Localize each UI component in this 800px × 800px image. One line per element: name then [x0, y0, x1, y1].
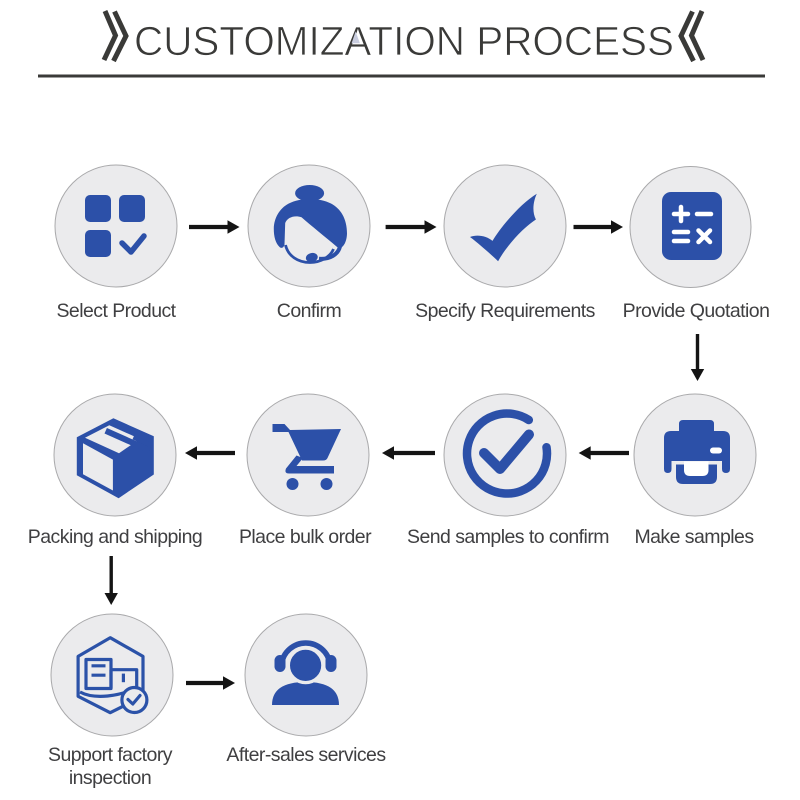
svg-text:Confirm: Confirm — [277, 300, 341, 322]
svg-text:CUSTOMIZATION PROCESS: CUSTOMIZATION PROCESS — [134, 18, 674, 64]
svg-text:Send samples to confirm: Send samples to confirm — [407, 526, 609, 548]
svg-text:Specify Requirements: Specify Requirements — [415, 300, 596, 322]
svg-text:Packing and shipping: Packing and shipping — [28, 526, 202, 548]
svg-text:After-sales services: After-sales services — [226, 744, 386, 766]
svg-text:inspection: inspection — [69, 767, 151, 789]
svg-text:Provide Quotation: Provide Quotation — [623, 300, 770, 322]
svg-text:Support factory: Support factory — [48, 744, 173, 766]
svg-text:Select Product: Select Product — [56, 300, 176, 322]
svg-text:Place bulk order: Place bulk order — [239, 526, 372, 548]
svg-text:Make samples: Make samples — [634, 526, 754, 548]
